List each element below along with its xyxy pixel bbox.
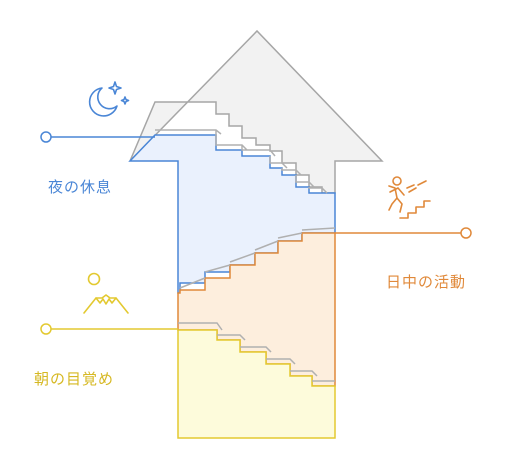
running-person-stairs-icon [388, 176, 431, 219]
sunrise-mountain-icon [83, 272, 129, 314]
active-label: 日中の活動 [386, 273, 467, 291]
step-edges [155, 129, 336, 382]
moon-stars-icon [88, 81, 130, 117]
active-leader [335, 227, 472, 239]
rest-leader [40, 131, 155, 143]
wake-leader [40, 323, 178, 335]
wake-label: 朝の目覚め [34, 370, 115, 388]
rest-label: 夜の休息 [48, 178, 113, 196]
wake-region [177, 329, 336, 439]
